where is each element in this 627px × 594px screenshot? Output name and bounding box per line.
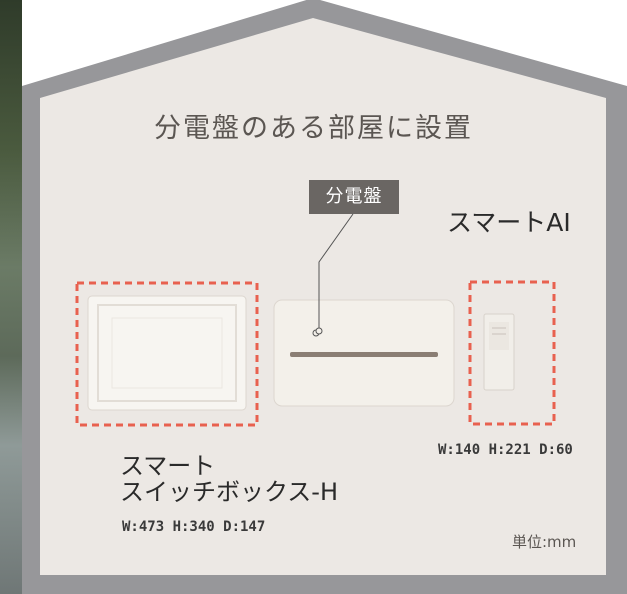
switch-box-dimensions: W:473 H:340 D:147 xyxy=(122,519,266,535)
distribution-panel-product xyxy=(273,299,455,407)
callout-leader-dot xyxy=(315,327,323,335)
house-wall xyxy=(40,18,606,575)
callout-leader-line xyxy=(318,213,354,329)
smart-ai-dimensions: W:140 H:221 D:60 xyxy=(438,442,573,458)
smart-ai-label: スマートAI xyxy=(447,208,571,237)
switch-box-product xyxy=(87,295,247,411)
background-photo-strip xyxy=(0,0,22,594)
unit-note: 単位:mm xyxy=(512,533,577,551)
smart-ai-highlight xyxy=(468,280,556,426)
smart-ai-product xyxy=(483,313,515,391)
distribution-panel-callout: 分電盤 xyxy=(309,180,399,214)
switch-box-label-line1: スマート xyxy=(120,452,216,480)
section-heading: 分電盤のある部屋に設置 xyxy=(154,113,473,144)
switch-box-label-line2: スイッチボックス-H xyxy=(120,478,338,506)
switch-box-highlight xyxy=(75,281,259,427)
